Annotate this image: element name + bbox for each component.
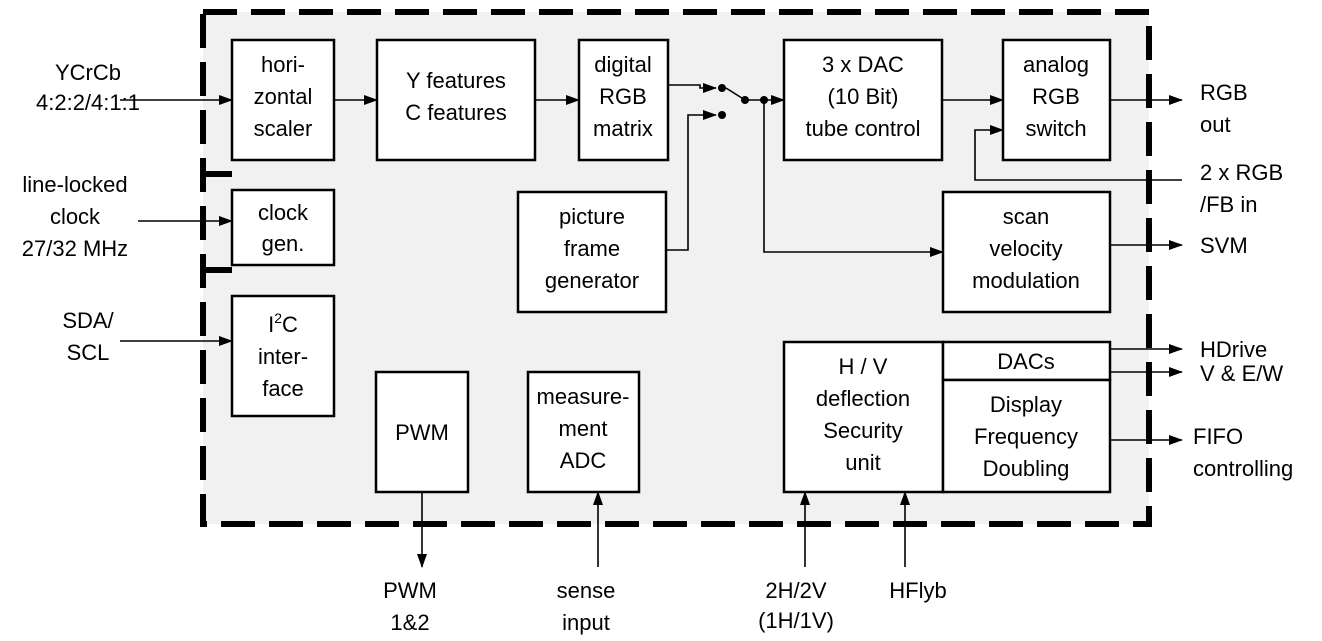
scan-line-1: scan	[1003, 204, 1049, 229]
clockgen-line-2: gen.	[262, 231, 305, 256]
i2c-line-1: I2C	[268, 310, 298, 337]
adc-line-2: ment	[559, 416, 608, 441]
hv-line-2: deflection	[816, 386, 910, 411]
input-labels: YCrCb 4:2:2/4:1:1 line-locked clock 27/3…	[22, 60, 140, 365]
picture-line-2: frame	[564, 236, 620, 261]
dac-tube-control-block: 3 x DAC (10 Bit) tube control	[782, 38, 944, 162]
rgb-out-label-2: out	[1200, 112, 1231, 137]
dac-line-1: 3 x DAC	[822, 52, 904, 77]
rgb-out-label-1: RGB	[1200, 80, 1248, 105]
display-line-2: Frequency	[974, 424, 1078, 449]
rgb-in-arrow	[974, 125, 1182, 181]
hv-pin-label-1: 2H/2V	[765, 578, 826, 603]
matrix-to-switch-arrow	[668, 83, 717, 93]
scaler-line-2: zontal	[254, 84, 313, 109]
matrix-line-1: digital	[594, 52, 651, 77]
matrix-line-3: matrix	[593, 116, 653, 141]
sda-label-2: SCL	[67, 340, 110, 365]
clockgen-line-1: clock	[258, 200, 309, 225]
dac-line-3: tube control	[806, 116, 921, 141]
picture-to-switch-arrow	[666, 110, 717, 251]
switch-pivot	[741, 96, 749, 104]
display-line-1: Display	[990, 392, 1062, 417]
i2c-interface-block: I2C inter- face	[230, 294, 336, 418]
picture-line-3: generator	[545, 268, 639, 293]
display-line-3: Doubling	[983, 456, 1070, 481]
hdrive-label: HDrive	[1200, 337, 1267, 362]
clock-gen-block: clock gen.	[230, 188, 336, 267]
rgb-in-label-2: /FB in	[1200, 192, 1257, 217]
pwm-block: PWM	[374, 370, 470, 494]
svm-label: SVM	[1200, 233, 1248, 258]
switch-line-2: RGB	[1032, 84, 1080, 109]
pwm-line-1: PWM	[395, 420, 449, 445]
switch-to-scan-arrow	[763, 100, 944, 257]
ycrcb-label-2: 4:2:2/4:1:1	[36, 90, 140, 115]
picture-line-1: picture	[559, 204, 625, 229]
fifo-label-2: controlling	[1193, 456, 1293, 481]
hv-line-3: Security	[823, 418, 902, 443]
ycrcb-label-1: YCrCb	[55, 60, 121, 85]
pwm-pin-label-2: 1&2	[390, 610, 429, 635]
hv-line-1: H / V	[839, 354, 888, 379]
display-frequency-doubling-block: Display Frequency Doubling	[941, 378, 1112, 494]
junction-dot	[760, 96, 768, 104]
sense-label-1: sense	[557, 578, 616, 603]
clock-label-1: line-locked	[22, 172, 127, 197]
matrix-line-2: RGB	[599, 84, 647, 109]
horizontal-scaler-block: hori- zontal scaler	[230, 38, 336, 162]
switch-line-1: analog	[1023, 52, 1089, 77]
features-line-1: Y features	[406, 68, 506, 93]
vew-label: V & E/W	[1200, 361, 1283, 386]
hv-line-4: unit	[845, 450, 880, 475]
hflyb-label: HFlyb	[889, 578, 946, 603]
analog-rgb-switch-block: analog RGB switch	[1001, 38, 1112, 162]
adc-line-1: measure-	[537, 384, 630, 409]
hv-deflection-block: H / V deflection Security unit	[782, 340, 945, 494]
scaler-line-3: scaler	[254, 116, 313, 141]
scan-line-2: velocity	[989, 236, 1062, 261]
features-line-2: C features	[405, 100, 507, 125]
i2c-line-3: face	[262, 376, 304, 401]
pwm-pin-label-1: PWM	[383, 578, 437, 603]
clock-label-2: clock	[50, 204, 101, 229]
hv-pin-label-2: (1H/1V)	[758, 608, 834, 633]
switch-line-3: switch	[1025, 116, 1086, 141]
dac-line-2: (10 Bit)	[828, 84, 899, 109]
scan-velocity-modulation-block: scan velocity modulation	[941, 190, 1112, 314]
sense-label-2: input	[562, 610, 610, 635]
scaler-line-1: hori-	[261, 52, 305, 77]
switch-contact-bottom	[718, 111, 726, 119]
adc-line-3: ADC	[560, 448, 607, 473]
fifo-label-1: FIFO	[1193, 424, 1243, 449]
bottom-labels: PWM 1&2 sense input 2H/2V (1H/1V) HFlyb	[383, 578, 947, 635]
dacs-line-1: DACs	[997, 349, 1054, 374]
measurement-adc-block: measure- ment ADC	[526, 370, 641, 494]
sda-label-1: SDA/	[62, 308, 114, 333]
picture-frame-generator-block: picture frame generator	[516, 190, 668, 314]
clock-label-3: 27/32 MHz	[22, 236, 128, 261]
output-labels: RGB out 2 x RGB /FB in SVM HDrive V & E/…	[1193, 80, 1293, 481]
digital-rgb-matrix-block: digital RGB matrix	[577, 38, 670, 162]
scan-line-3: modulation	[972, 268, 1080, 293]
rgb-in-label-1: 2 x RGB	[1200, 160, 1283, 185]
dacs-block: DACs	[941, 340, 1112, 382]
switch-contact-top	[718, 84, 726, 92]
i2c-line-2: inter-	[258, 344, 308, 369]
yc-features-block: Y features C features	[375, 38, 537, 162]
